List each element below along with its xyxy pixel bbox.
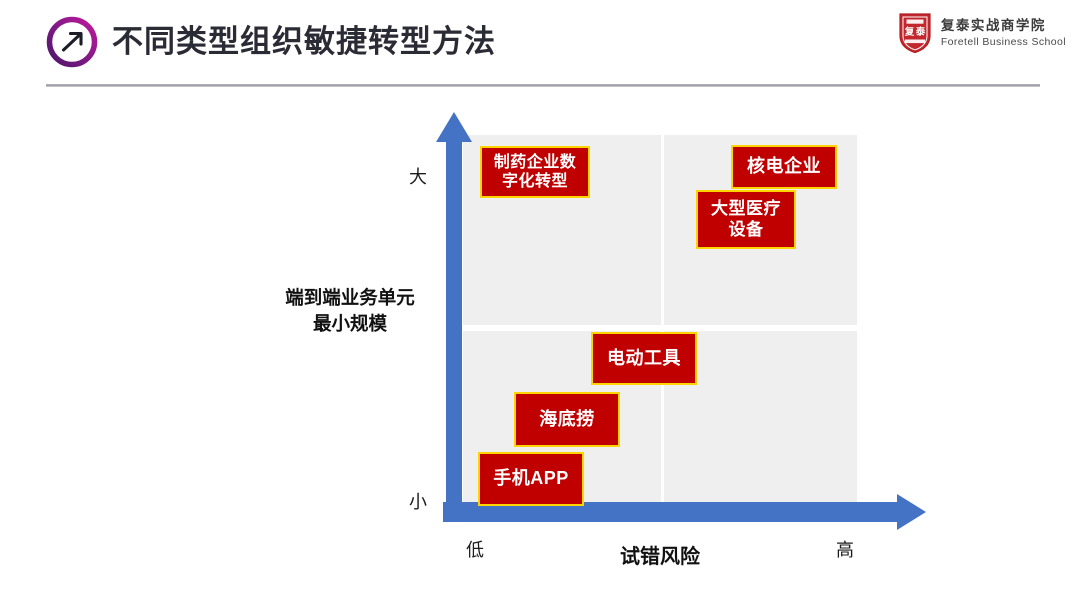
x-axis-title: 试错风险 (620, 546, 700, 568)
brand-name-cn: 复泰实战商学院 (940, 18, 1046, 34)
quadrant-divider-horizontal (463, 325, 857, 331)
data-item-box[interactable]: 核电企业 (731, 145, 837, 189)
data-item-box[interactable]: 手机APP (478, 452, 584, 506)
data-item-label-line: 核电企业 (747, 156, 821, 177)
x-axis-tick-low: 低 (466, 540, 484, 560)
data-item-box[interactable]: 制药企业数 字化转型 (480, 146, 590, 198)
shield-crest-icon: 复 泰 (898, 12, 932, 54)
brand-text: 复泰实战商学院 Foretell Business School (941, 18, 1066, 48)
brand-name-en: Foretell Business School (940, 35, 1066, 48)
data-item-box[interactable]: 海底捞 (514, 392, 620, 447)
page-title: 不同类型组织敏捷转型方法 (112, 24, 496, 59)
data-item-label-line: 手机APP (493, 468, 569, 489)
arrow-up-right-circle-icon (46, 16, 98, 68)
y-axis-title-line-2: 最小规模 (312, 313, 387, 335)
header-divider (46, 84, 1040, 87)
data-item-label-line: 大型医疗 (711, 199, 781, 219)
y-axis-arrow (435, 112, 473, 512)
data-item-label-line: 电动工具 (607, 347, 681, 368)
y-axis-tick-high: 大 (409, 167, 427, 187)
svg-text:泰: 泰 (915, 26, 926, 38)
slide-header: 不同类型组织敏捷转型方法 复 泰 复泰实战商学院 Foretell Busine… (0, 0, 1080, 96)
brand-logo: 复 泰 复泰实战商学院 Foretell Business School (898, 12, 1066, 54)
svg-text:复: 复 (904, 26, 915, 38)
quadrant-divider-vertical (661, 135, 664, 503)
data-item-label-line: 海底捞 (539, 408, 595, 429)
data-item-label-line: 制药企业数 (493, 153, 577, 171)
data-item-box[interactable]: 电动工具 (591, 332, 697, 385)
data-item-box[interactable]: 大型医疗 设备 (696, 190, 796, 249)
data-item-label-line: 设备 (728, 219, 764, 239)
x-axis-tick-high: 高 (836, 540, 854, 560)
y-axis-tick-low: 小 (409, 492, 427, 512)
y-axis-title-line-1: 端到端业务单元 (285, 287, 415, 308)
data-item-label-line: 字化转型 (501, 173, 568, 190)
y-axis-title: 端到端业务单元 最小规模 (270, 285, 430, 338)
